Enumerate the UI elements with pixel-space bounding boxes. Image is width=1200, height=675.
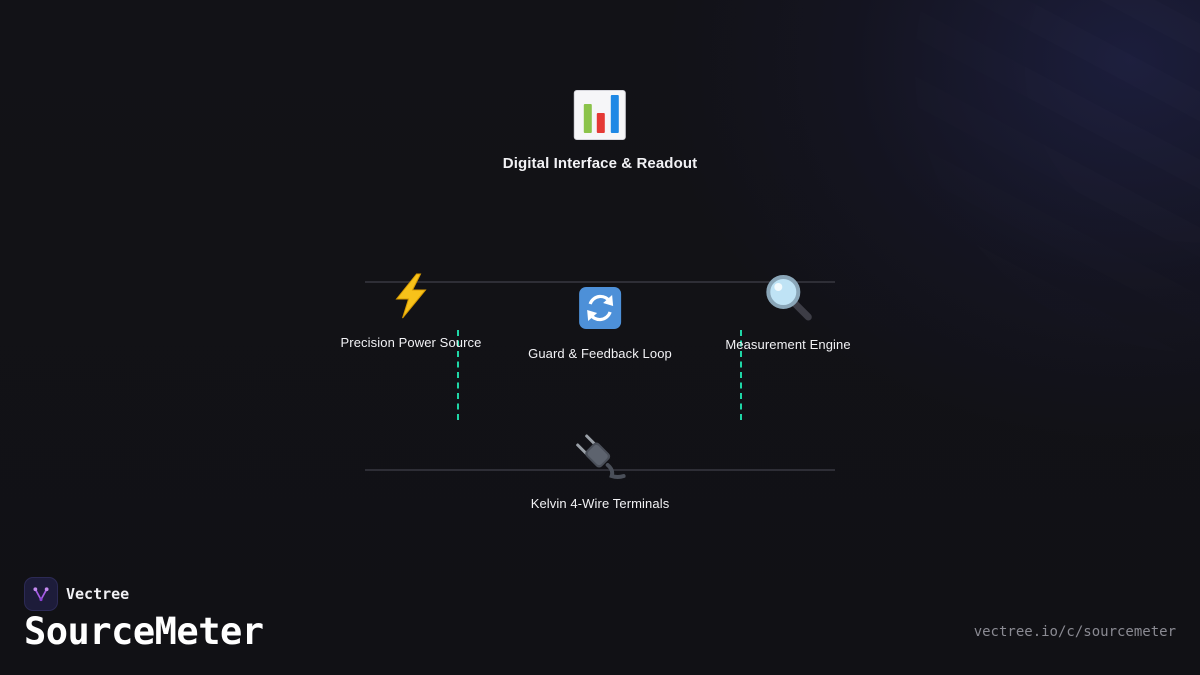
node-label: Digital Interface & Readout bbox=[502, 155, 698, 172]
node-guard-loop[interactable]: Guard & Feedback Loop bbox=[528, 287, 672, 361]
brand[interactable]: Vectree bbox=[24, 577, 129, 611]
node-label: Measurement Engine bbox=[725, 337, 851, 352]
bar-chart-icon bbox=[574, 90, 626, 140]
lightning-icon bbox=[395, 273, 428, 319]
lower-rail bbox=[365, 469, 835, 471]
connector-right bbox=[740, 330, 742, 420]
node-power-source[interactable]: Precision Power Source bbox=[341, 273, 482, 350]
brand-name: Vectree bbox=[66, 585, 130, 603]
plug-icon bbox=[576, 434, 626, 479]
node-measurement[interactable]: Measurement Engine bbox=[725, 273, 851, 352]
node-label: Kelvin 4-Wire Terminals bbox=[530, 496, 670, 511]
upper-rail bbox=[365, 281, 835, 283]
page-url[interactable]: vectree.io/c/sourcemeter bbox=[973, 624, 1176, 640]
node-label: Precision Power Source bbox=[340, 335, 482, 350]
connector-left bbox=[457, 330, 459, 420]
node-digital-interface[interactable]: Digital Interface & Readout bbox=[503, 90, 697, 172]
vectree-logo-icon bbox=[24, 577, 58, 611]
background-rays bbox=[580, 0, 1200, 675]
magnifier-icon bbox=[766, 275, 812, 321]
page-title: SourceMeter bbox=[24, 610, 264, 653]
node-label: Guard & Feedback Loop bbox=[528, 346, 672, 361]
refresh-cycle-icon bbox=[579, 287, 621, 329]
node-terminals[interactable]: Kelvin 4-Wire Terminals bbox=[531, 432, 670, 511]
